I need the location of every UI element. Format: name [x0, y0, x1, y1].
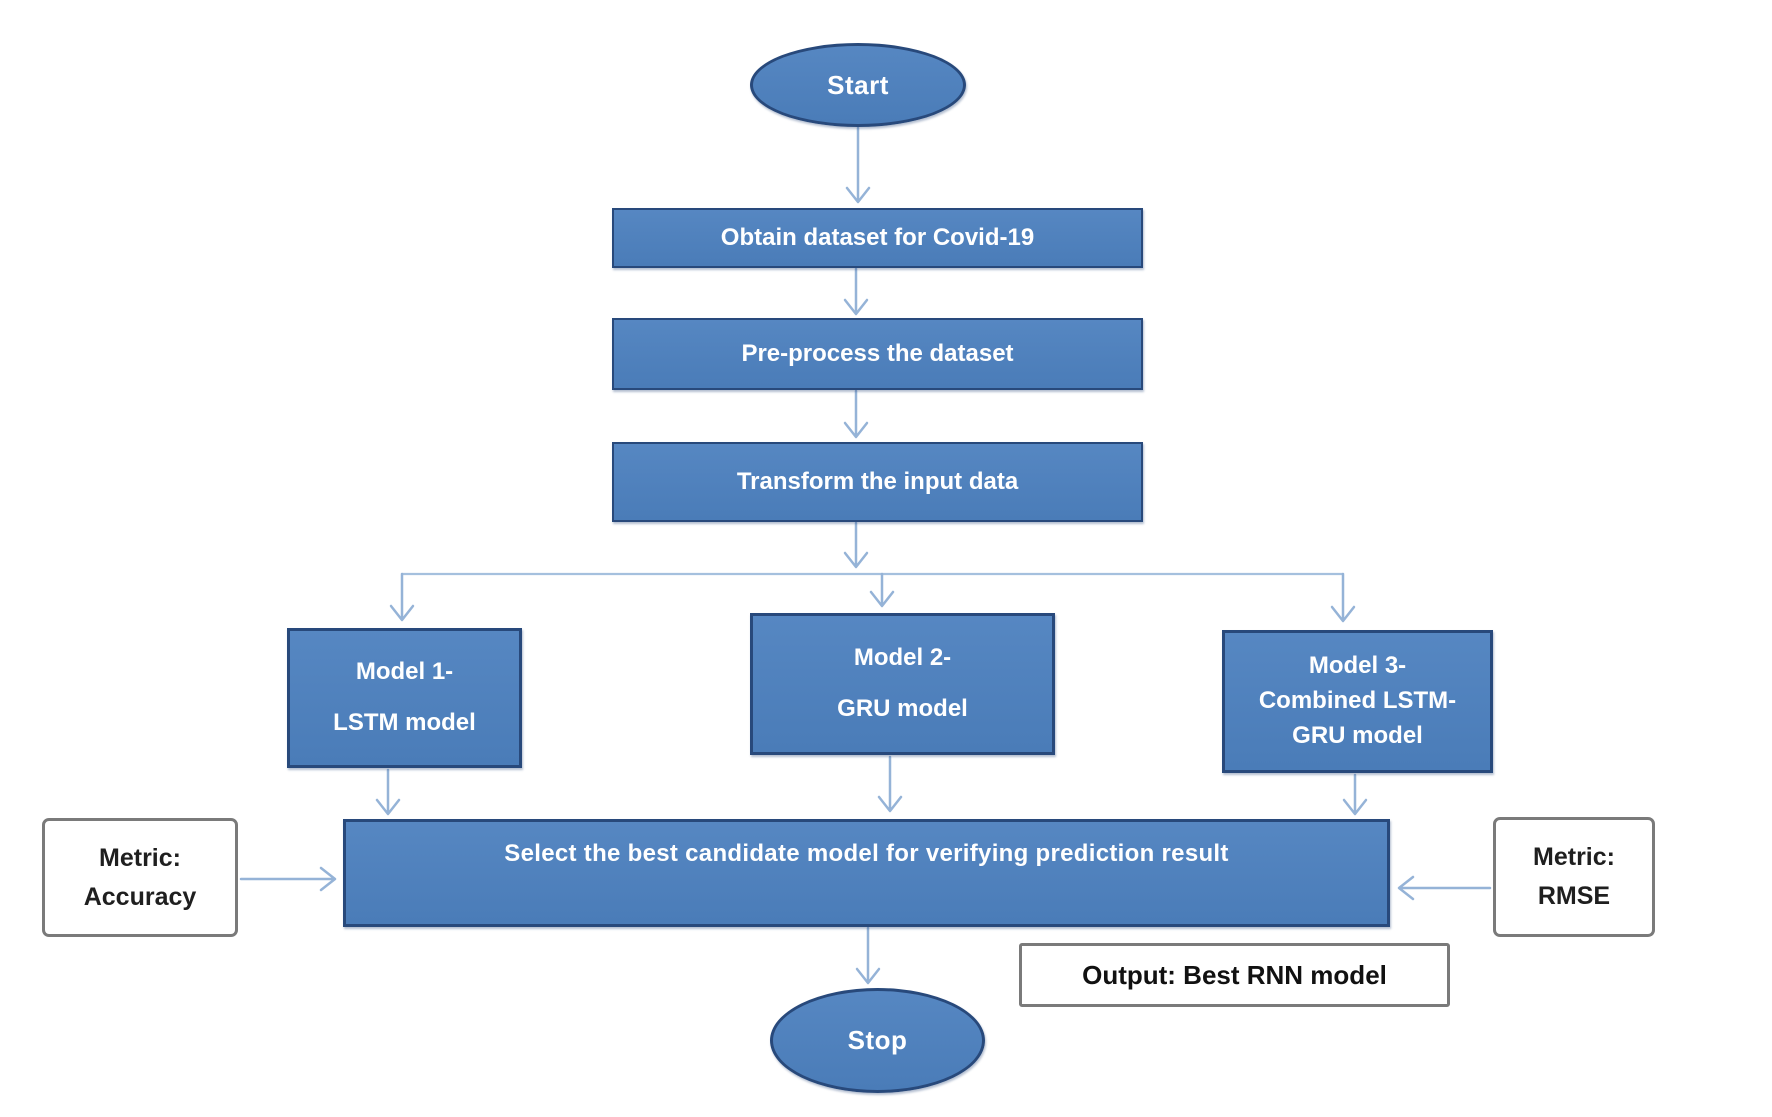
- arrow-preprocess-to-transform: [843, 389, 869, 439]
- model3-combined-node: Model 3- Combined LSTM- GRU model: [1222, 630, 1493, 773]
- model1-title: Model 1-: [355, 658, 454, 686]
- arrow-branch-to-model1: [389, 572, 415, 622]
- select-best-model-node: Select the best candidate model for veri…: [343, 819, 1390, 927]
- transform-node: Transform the input data: [612, 442, 1143, 522]
- select-best-model-label: Select the best candidate model for veri…: [504, 840, 1229, 867]
- start-node: Start: [750, 43, 966, 127]
- arrow-model2-to-select: [877, 755, 903, 813]
- metric-accuracy-node: Metric: Accuracy: [42, 818, 238, 937]
- arrow-rmse-to-select: [1397, 875, 1492, 901]
- arrow-obtain-to-preprocess: [843, 267, 869, 316]
- model3-subtitle-2: GRU model: [1292, 721, 1423, 749]
- preprocess-label: Pre-process the dataset: [741, 340, 1014, 367]
- output-label: Output: Best RNN model: [1082, 959, 1387, 990]
- model3-subtitle-1: Combined LSTM-: [1258, 687, 1457, 715]
- start-label: Start: [827, 69, 889, 100]
- metric-rmse-value: RMSE: [1537, 882, 1611, 910]
- model3-title: Model 3-: [1308, 652, 1407, 680]
- arrow-branch-to-model2: [869, 572, 895, 608]
- model1-lstm-node: Model 1- LSTM model: [287, 628, 522, 768]
- metric-accuracy-title: Metric:: [99, 843, 181, 872]
- arrow-branch-to-model3: [1330, 572, 1356, 623]
- stop-node: Stop: [770, 988, 985, 1093]
- arrow-accuracy-to-select: [239, 866, 337, 892]
- metric-accuracy-value: Accuracy: [83, 882, 197, 911]
- arrow-select-to-stop: [855, 926, 881, 985]
- preprocess-node: Pre-process the dataset: [612, 318, 1143, 390]
- model2-title: Model 2-: [853, 644, 952, 672]
- model2-gru-node: Model 2- GRU model: [750, 613, 1055, 755]
- arrow-start-to-obtain: [845, 126, 871, 204]
- arrow-model3-to-select: [1342, 773, 1368, 816]
- metric-rmse-node: Metric: RMSE: [1493, 817, 1655, 937]
- arrow-transform-to-branch: [843, 521, 869, 569]
- transform-label: Transform the input data: [736, 468, 1019, 495]
- output-node: Output: Best RNN model: [1019, 943, 1450, 1007]
- metric-rmse-title: Metric:: [1533, 843, 1615, 872]
- model1-subtitle: LSTM model: [333, 708, 476, 736]
- arrow-model1-to-select: [375, 768, 401, 816]
- stop-label: Stop: [847, 1025, 908, 1055]
- obtain-dataset-label: Obtain dataset for Covid-19: [720, 224, 1035, 251]
- obtain-dataset-node: Obtain dataset for Covid-19: [612, 208, 1143, 268]
- model2-subtitle: GRU model: [837, 695, 968, 723]
